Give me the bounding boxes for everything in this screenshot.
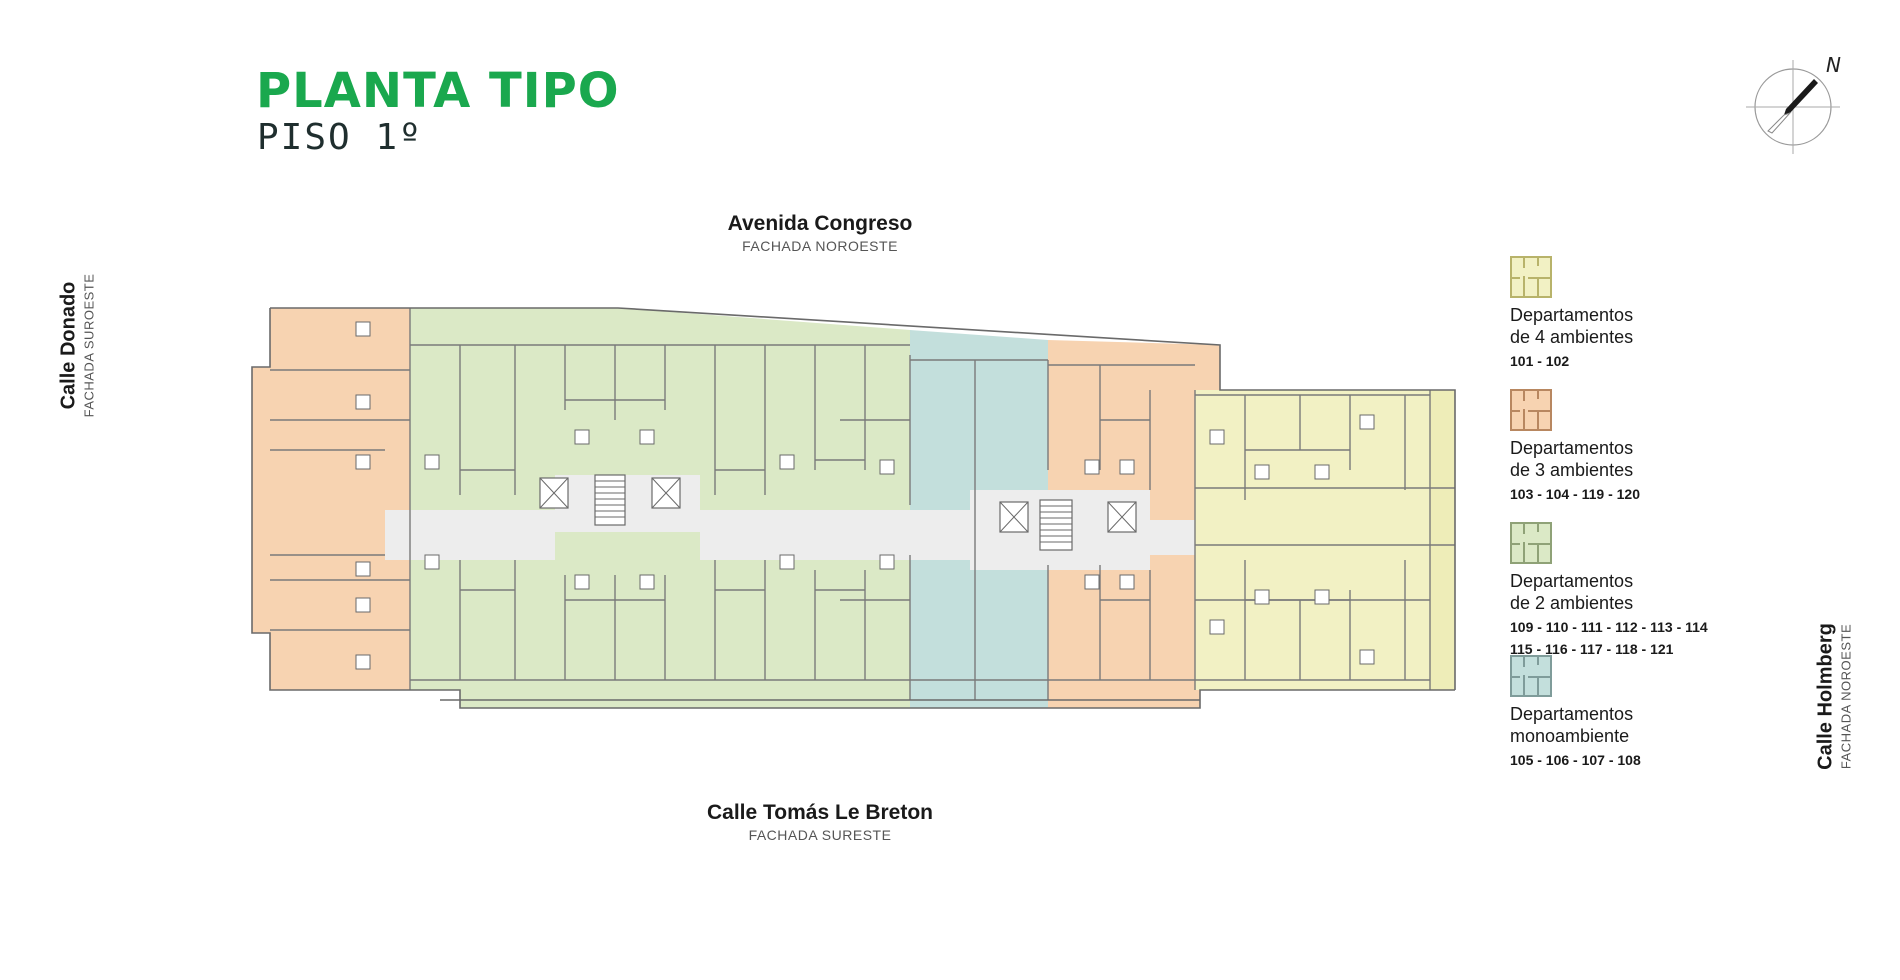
floorplan-icon xyxy=(1510,522,1552,564)
legend-label-line1: Departamentos xyxy=(1510,305,1634,325)
legend-label-line1: Departamentos xyxy=(1510,438,1634,458)
floor-subtitle: PISO 1º xyxy=(257,117,423,158)
bathroom-fixtures xyxy=(355,321,1375,670)
compass-icon: N xyxy=(1746,53,1841,154)
legend-label-line2: de 3 ambientes xyxy=(1510,460,1634,480)
street-top: Avenida Congreso FACHADA NOROESTE xyxy=(620,211,1020,255)
street-bottom: Calle Tomás Le Breton FACHADA SURESTE xyxy=(620,800,1020,844)
street-top-facade: FACHADA NOROESTE xyxy=(742,238,898,254)
legend-label-line2: de 2 ambientes xyxy=(1510,593,1634,613)
legend-units: 103 - 104 - 119 - 120 xyxy=(1510,486,1640,502)
street-top-name: Avenida Congreso xyxy=(727,212,913,235)
legend-item-two-rooms: Departamentos de 2 ambientes 109 - 110 -… xyxy=(1510,522,1810,657)
compass-label: N xyxy=(1826,53,1841,77)
street-bottom-name: Calle Tomás Le Breton xyxy=(707,801,933,824)
floorplan-icon xyxy=(1510,655,1552,697)
corridor xyxy=(385,475,1195,570)
north-arrow-icon xyxy=(1767,79,1818,134)
legend-units: 105 - 106 - 107 - 108 xyxy=(1510,752,1641,768)
interior-walls xyxy=(270,308,1455,700)
floorplan-icon xyxy=(1510,389,1552,431)
legend-units: 101 - 102 xyxy=(1510,353,1570,369)
legend-units-cont: 115 - 116 - 117 - 118 - 121 xyxy=(1510,641,1674,657)
legend-units: 109 - 110 - 111 - 112 - 113 - 114 xyxy=(1510,619,1708,635)
legend: Departamentos de 4 ambientes 101 - 102 D… xyxy=(1510,256,1810,788)
legend-item-three-rooms: Departamentos de 3 ambientes 103 - 104 -… xyxy=(1510,389,1810,522)
zone-four-rooms xyxy=(1195,390,1455,690)
legend-item-four-rooms: Departamentos de 4 ambientes 101 - 102 xyxy=(1510,256,1810,389)
outer-walls xyxy=(251,307,1456,709)
page-title: PLANTA TIPO xyxy=(256,63,620,119)
legend-label-line2: de 4 ambientes xyxy=(1510,327,1634,347)
legend-label-line2: monoambiente xyxy=(1510,726,1630,746)
street-bottom-facade: FACHADA SURESTE xyxy=(748,827,892,843)
floorplan-icon xyxy=(1510,256,1552,298)
zone-three-rooms-west xyxy=(252,308,410,690)
legend-label-line1: Departamentos xyxy=(1510,704,1634,724)
legend-label-line1: Departamentos xyxy=(1510,571,1634,591)
legend-item-studio: Departamentos monoambiente 105 - 106 - 1… xyxy=(1510,655,1810,788)
zone-four-rooms-balcony xyxy=(1430,390,1455,690)
